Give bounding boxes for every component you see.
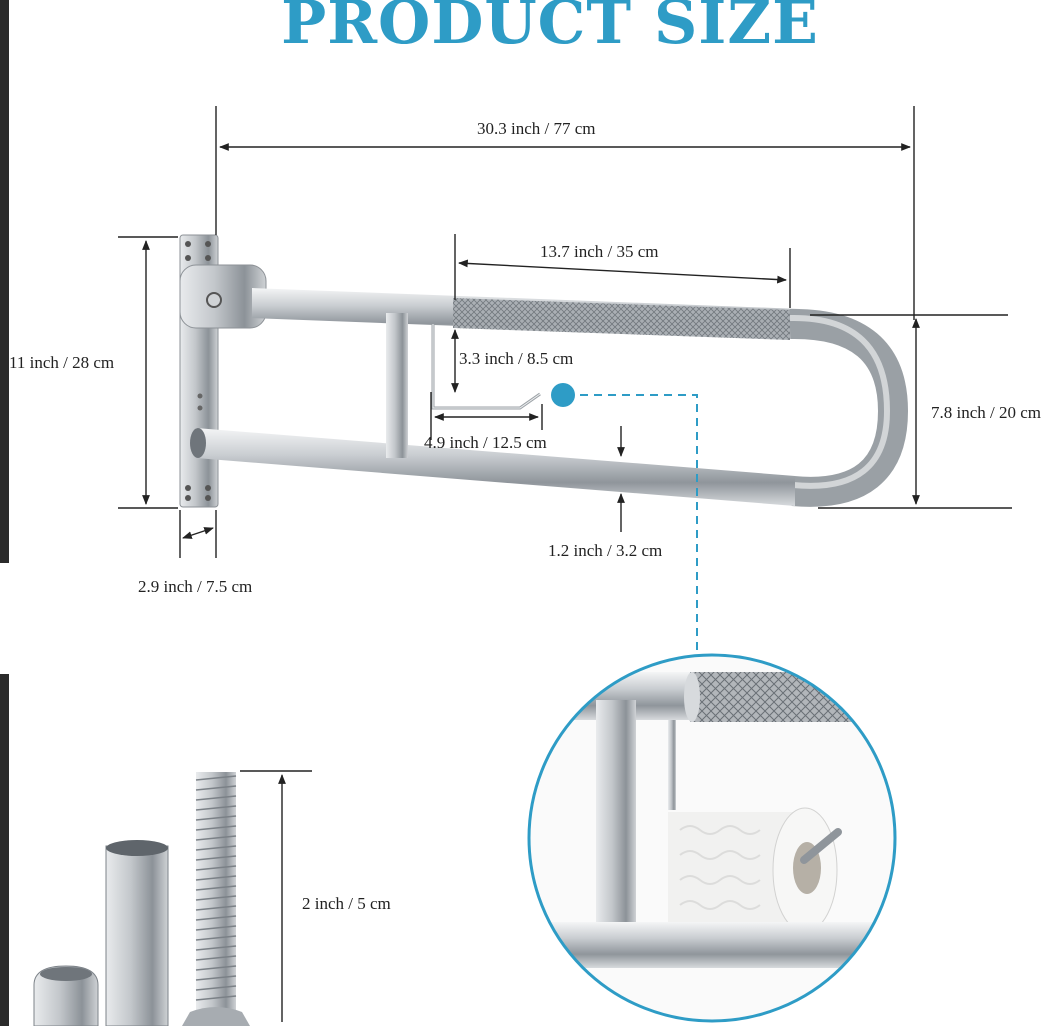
left-edge-bar-top (0, 0, 9, 563)
dimension-lines (118, 106, 1012, 1022)
label-plate-width: 2.9 inch / 7.5 cm (138, 577, 253, 596)
vertical-connector (386, 313, 408, 458)
label-total-length: 30.3 inch / 77 cm (477, 119, 596, 138)
label-bar-span: 7.8 inch / 20 cm (931, 403, 1042, 422)
page-title: PRODUCT SIZE (281, 0, 819, 58)
threaded-bolt (196, 772, 236, 1012)
knurled-grip (453, 298, 790, 340)
label-holder-drop: 3.3 inch / 8.5 cm (459, 349, 574, 368)
left-edge-bar-bottom (0, 674, 9, 1026)
label-tube-diameter: 1.2 inch / 3.2 cm (548, 541, 663, 560)
callout-dot (551, 383, 575, 407)
anchor-cap (33, 965, 99, 1026)
anchor-hardware (33, 772, 250, 1026)
anchor-sleeve (105, 845, 169, 1026)
label-height: 11 inch / 28 cm (9, 353, 115, 372)
callout-leader (580, 394, 698, 652)
label-grip-length: 13.7 inch / 35 cm (540, 242, 659, 261)
u-bend (789, 308, 909, 507)
bottom-tube (196, 428, 795, 506)
label-anchor-length: 2 inch / 5 cm (302, 894, 391, 913)
grab-bar-drawing (179, 234, 909, 652)
zoom-detail (527, 653, 897, 1023)
label-holder-length: 4.9 inch / 12.5 cm (424, 433, 547, 452)
